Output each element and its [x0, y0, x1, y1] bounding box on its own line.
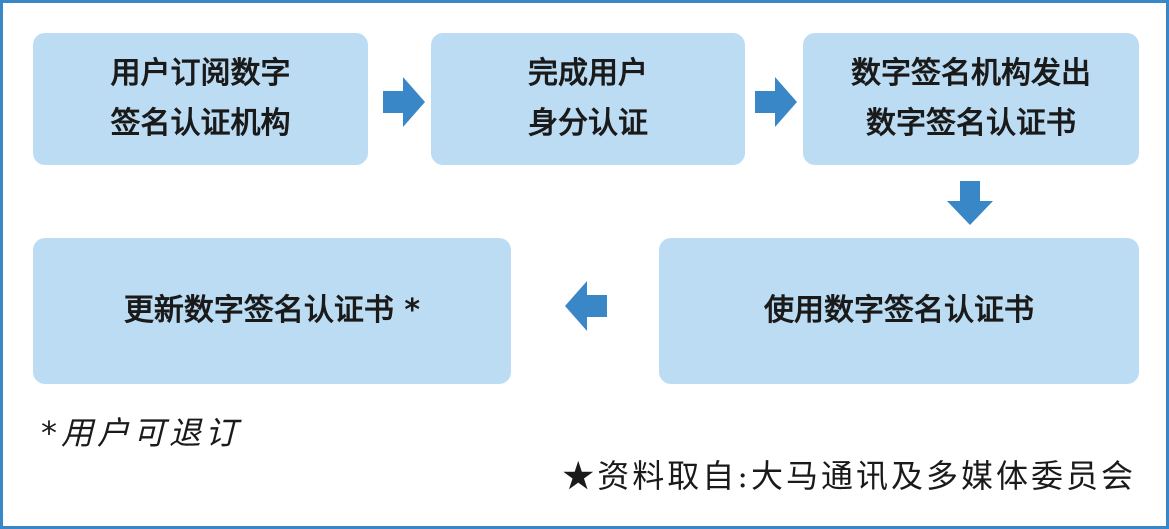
source-credit: ★资料取自:大马通讯及多媒体委员会	[562, 457, 1136, 495]
arrow-left-icon	[565, 281, 607, 331]
step-issue-box: 数字签名机构发出 数字签名认证书	[803, 33, 1139, 165]
step-identity-line-2: 身分认证	[528, 106, 648, 141]
arrow-right-icon	[383, 77, 425, 127]
step-identity-line-1: 完成用户	[528, 56, 648, 91]
step-subscribe-line-2: 签名认证机构	[110, 106, 291, 141]
footnote-text: *用户可退订	[41, 414, 242, 452]
arrow-down-icon	[947, 181, 993, 225]
step-issue-line-1: 数字签名机构发出	[851, 56, 1091, 91]
step-renew-box: 更新数字签名认证书 *	[33, 238, 511, 384]
step-identity-box: 完成用户 身分认证	[431, 33, 745, 165]
step-subscribe-line-1: 用户订阅数字	[110, 56, 291, 91]
step-issue-line-2: 数字签名认证书	[866, 106, 1076, 141]
step-use-box: 使用数字签名认证书	[659, 238, 1139, 384]
step-renew-label: 更新数字签名认证书 *	[123, 293, 421, 328]
step-subscribe-box: 用户订阅数字 签名认证机构	[33, 33, 368, 165]
step-use-label: 使用数字签名认证书	[764, 293, 1034, 328]
arrow-right-icon	[755, 77, 797, 127]
